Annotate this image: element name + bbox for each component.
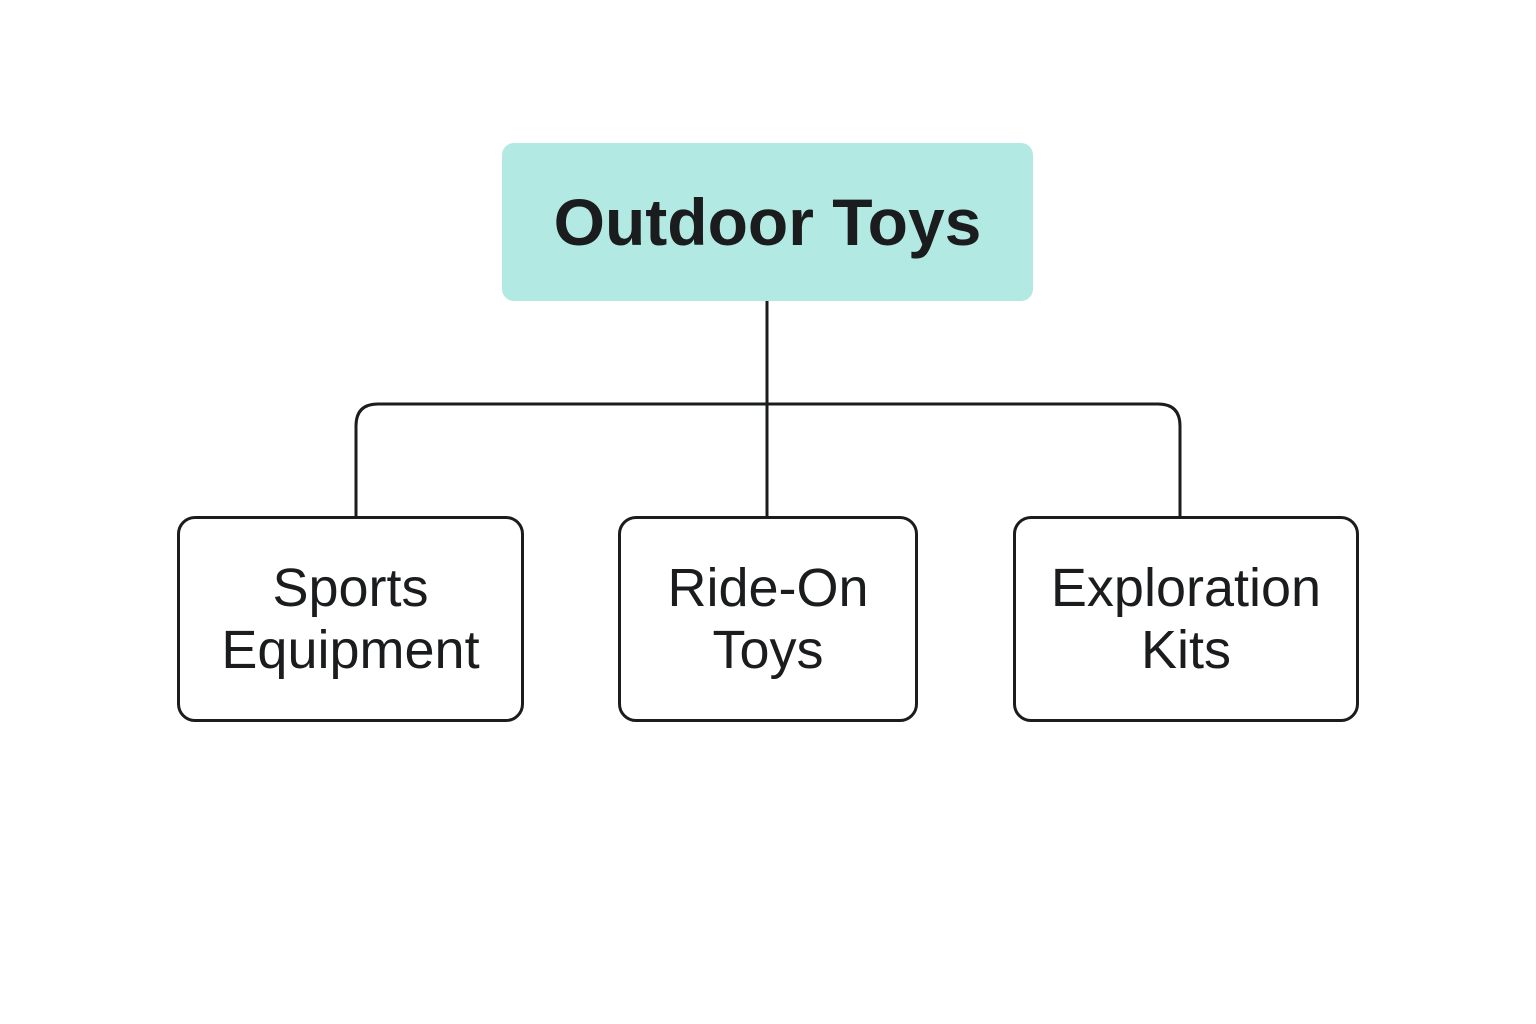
- connector-branch: [354, 402, 1182, 516]
- child-node-sports-equipment: Sports Equipment: [177, 516, 524, 722]
- root-node: Outdoor Toys: [502, 143, 1033, 301]
- child-node-label: Ride-On Toys: [667, 558, 869, 680]
- child-node-label: Exploration Kits: [1050, 558, 1322, 680]
- child-node-ride-on-toys: Ride-On Toys: [618, 516, 918, 722]
- root-node-label: Outdoor Toys: [553, 185, 982, 259]
- child-node-label: Sports Equipment: [221, 558, 480, 680]
- child-node-exploration-kits: Exploration Kits: [1013, 516, 1359, 722]
